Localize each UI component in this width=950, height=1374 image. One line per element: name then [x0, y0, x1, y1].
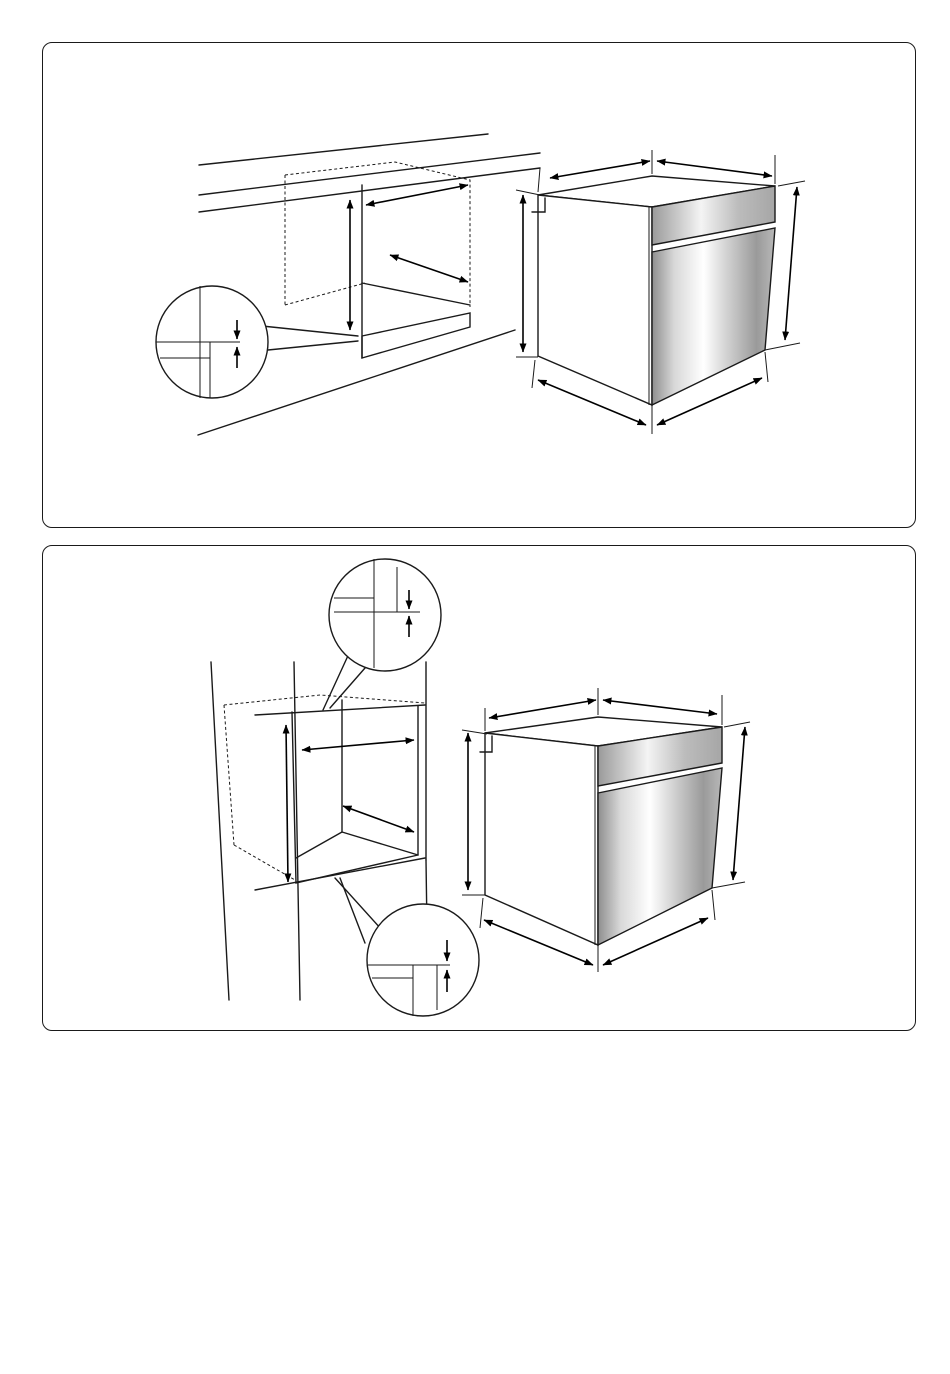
oven-top	[516, 150, 805, 434]
cabinet-under-counter	[198, 134, 540, 435]
magnifier-detail-upper	[329, 559, 441, 671]
magnifier-detail-lower	[367, 904, 479, 1016]
magnifier-detail-top	[156, 286, 268, 398]
oven-bottom	[462, 688, 750, 972]
